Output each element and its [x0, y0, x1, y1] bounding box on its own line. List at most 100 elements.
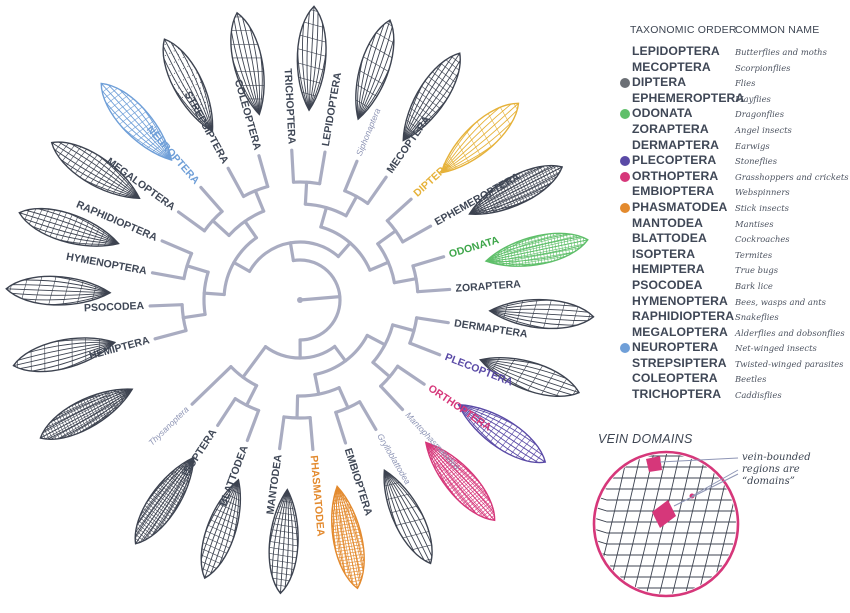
- legend-order-name: EMBIOPTERA: [632, 184, 715, 199]
- legend-common-name: Caddisflies: [735, 390, 782, 401]
- legend-row-isoptera: ISOPTERA Termites: [620, 247, 846, 263]
- legend-order-name: STREPSIPTERA: [632, 355, 727, 370]
- legend-order-name: ODONATA: [632, 106, 693, 121]
- legend-common-name: Stick insects: [735, 202, 789, 213]
- legend-common-name: Scorpionflies: [735, 62, 791, 73]
- wing-veins: [462, 154, 569, 227]
- legend-common-name: Beetles: [735, 374, 767, 385]
- legend-common-name: Cockroaches: [735, 234, 790, 245]
- legend-order-name: EPHEMEROPTERA: [632, 90, 745, 105]
- legend-color-dot: [620, 343, 630, 354]
- legend-common-name: Termites: [735, 249, 773, 260]
- legend-order-name: RAPHIDIOPTERA: [632, 309, 735, 324]
- tree-branch: [160, 239, 194, 256]
- tree-branch: [358, 400, 378, 431]
- tree-branch: [333, 344, 348, 363]
- wing-veins: [483, 225, 591, 276]
- tree-label-blattodea: BLATTODEA: [217, 444, 251, 508]
- tree-branch: [308, 415, 315, 452]
- tree-branch: [148, 303, 184, 308]
- wing-odonata: [483, 225, 591, 276]
- tree-branch: [190, 365, 233, 406]
- legend-common-name: Webspinners: [735, 187, 790, 198]
- tree-branch: [150, 271, 186, 281]
- tree-branch: [379, 384, 405, 412]
- wing-dermaptera: [475, 346, 584, 407]
- tree-branch: [415, 316, 450, 325]
- wing-veins: [33, 376, 139, 451]
- legend-order-name: COLEOPTERA: [632, 371, 718, 386]
- legend-order-name: BLATTODEA: [632, 231, 707, 246]
- legend-color-dot: [620, 78, 630, 89]
- tree-branch: [226, 166, 246, 199]
- legend-order-name: TRICHOPTERA: [632, 387, 722, 402]
- wing-outline: [50, 141, 141, 200]
- tree-branch: [416, 287, 452, 294]
- legend-header-order: TAXONOMIC ORDER: [630, 24, 737, 36]
- tree-label-phasmatodea: PHASMATODEA: [308, 455, 327, 537]
- legend-common-name: Angel insects: [735, 124, 792, 135]
- tree-branch: [396, 364, 426, 386]
- vein-domain-highlight: [646, 456, 662, 472]
- tree-label-megaloptera: MEGALOPTERA: [104, 156, 178, 214]
- legend-common-name: Grasshoppers and crickets: [735, 171, 849, 182]
- tree-branch: [257, 154, 270, 189]
- legend-common-name: Bark lice: [735, 280, 773, 291]
- tree-branch: [243, 219, 259, 240]
- legend-common-name: Mayflies: [735, 93, 771, 104]
- legend-row-embioptera: EMBIOPTERA Webspinners: [620, 184, 846, 200]
- legend-common-name: Alderflies and dobsonflies: [735, 327, 845, 338]
- legend-order-name: DERMAPTERA: [632, 137, 719, 152]
- tree-label-plecoptera: PLECOPTERA: [443, 351, 515, 389]
- legend-row-psocodea: PSOCODEA Bark lice: [620, 278, 846, 294]
- tree-branch: [153, 328, 188, 341]
- tree-branch: [408, 341, 442, 357]
- legend-order-name: PSOCODEA: [632, 277, 703, 292]
- tree-branch: [391, 323, 416, 333]
- tree-branch: [253, 189, 266, 213]
- vein-domains-diagram: [592, 450, 740, 598]
- legend-color-dot: [620, 156, 630, 167]
- vein-domains-title: VEIN DOMAINS: [598, 432, 693, 446]
- legend-order-name: ISOPTERA: [632, 246, 696, 261]
- wing-zoraptera: [488, 296, 595, 332]
- legend-order-name: PLECOPTERA: [632, 153, 717, 168]
- wing-outline: [268, 488, 299, 595]
- wing-hemiptera: [33, 376, 139, 451]
- callout-line: [691, 469, 739, 497]
- tree-label-isoptera: ISOPTERA: [180, 427, 220, 479]
- tree-branch: [392, 277, 418, 285]
- callout-line: [659, 457, 739, 463]
- tree-branch: [365, 333, 387, 347]
- tree-label-trichoptera: TRICHOPTERA: [281, 68, 297, 145]
- tree-branch: [371, 360, 392, 379]
- legend-color-dot: [620, 109, 630, 120]
- tree-branch: [299, 295, 340, 302]
- vein-domain-ring: [592, 450, 740, 598]
- legend-row-zoraptera: ZORAPTERA Angel insects: [620, 122, 846, 138]
- legend-order-name: HEMIPTERA: [632, 262, 705, 277]
- phylogenetic-tree: [148, 148, 452, 452]
- tree-label-mantophasmatodea: Mantophasmatodea: [404, 410, 463, 472]
- tree-branch: [211, 219, 231, 238]
- legend-color-dot: [620, 202, 630, 213]
- tree-branch: [401, 224, 433, 244]
- tree-label-mantodea: MANTODEA: [264, 453, 284, 515]
- legend-order-name: ZORAPTERA: [632, 121, 709, 136]
- legend-row-trichoptera: TRICHOPTERA Caddisflies: [620, 387, 846, 403]
- tree-label-psocodea: PSOCODEA: [84, 300, 145, 314]
- legend-order-name: MANTODEA: [632, 215, 703, 230]
- tree-branch: [319, 206, 328, 229]
- wing-veins: [488, 296, 595, 332]
- tree-label-hymenoptera: HYMENOPTERA: [65, 251, 148, 278]
